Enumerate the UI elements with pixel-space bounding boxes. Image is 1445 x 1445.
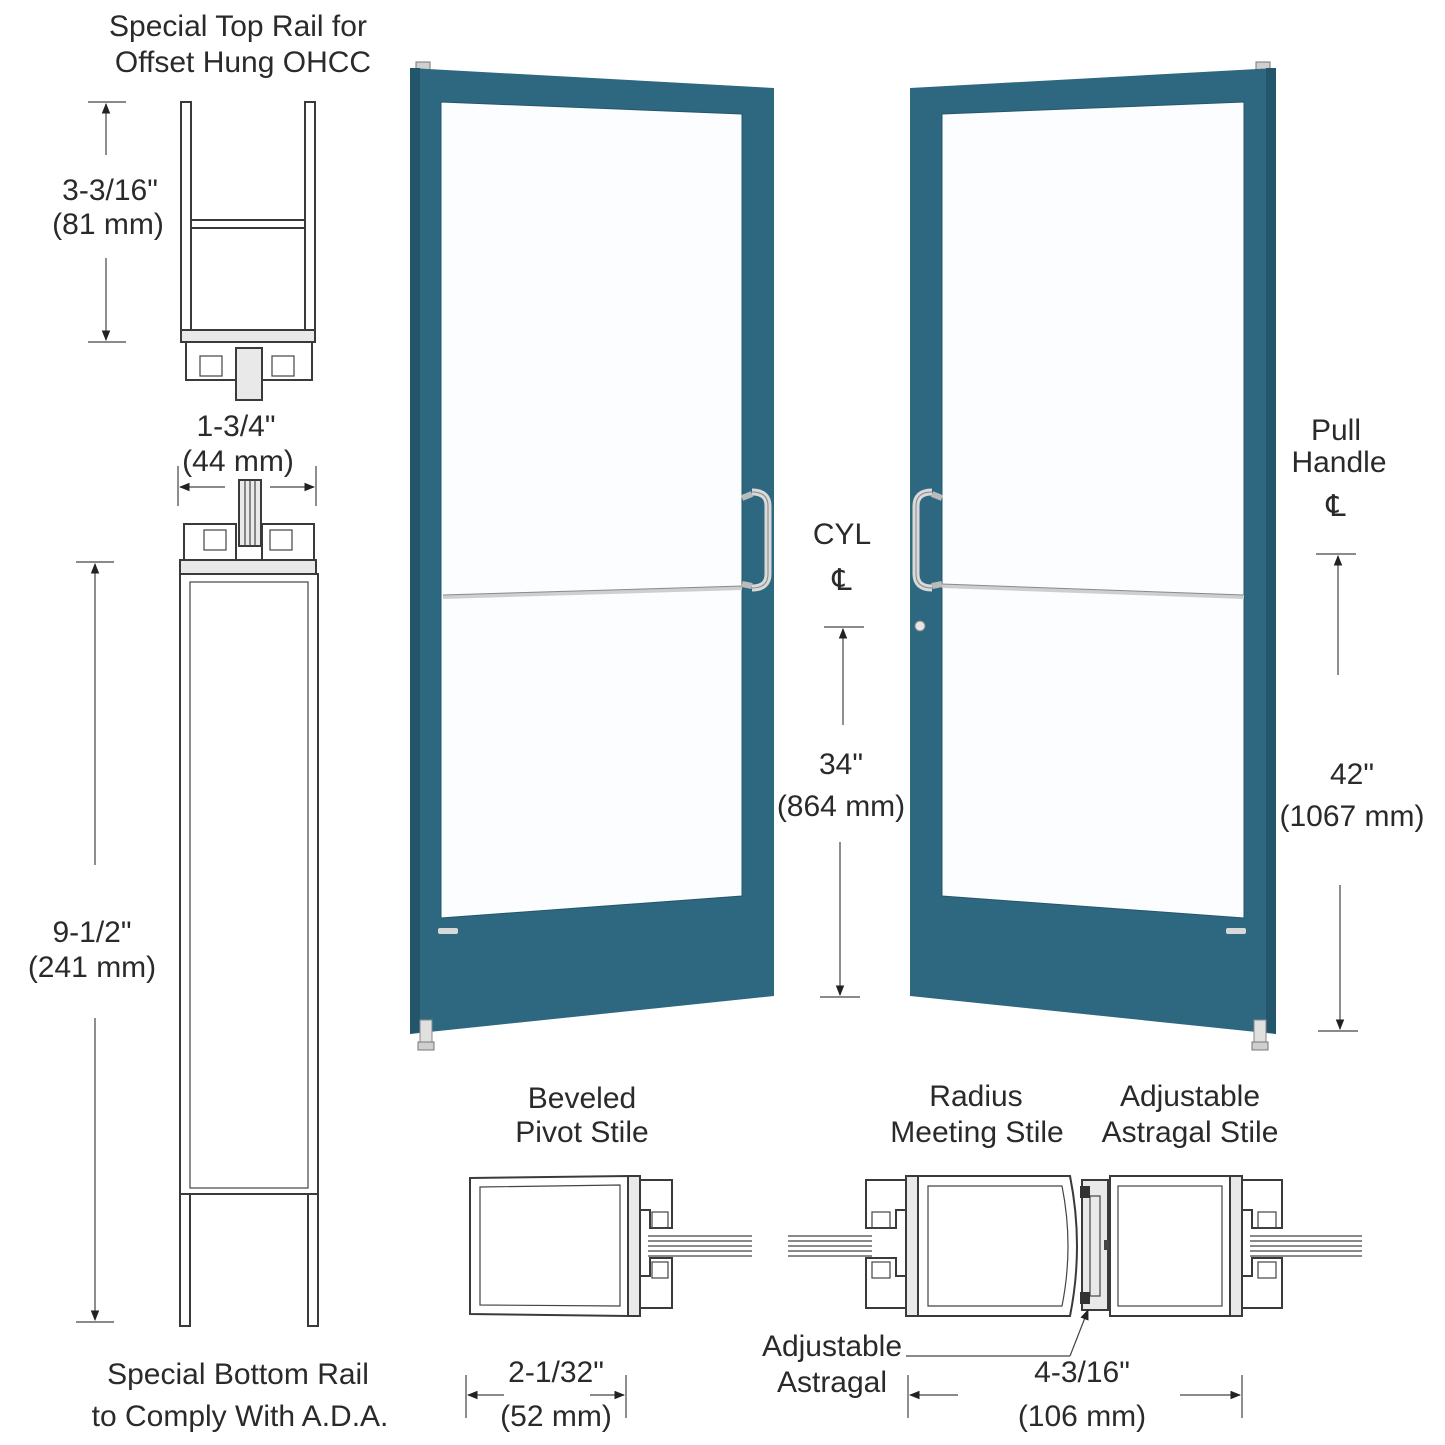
cylinder-dimension: CYL ℄ 34" (864 mm) xyxy=(777,518,905,998)
pivot-dimension-inches: 2-1/32" xyxy=(508,1356,604,1389)
astragal-stile-title-line2: Astragal Stile xyxy=(1102,1116,1279,1149)
bottom-rail-title-line1: Special Bottom Rail xyxy=(107,1358,369,1391)
meeting-stile-profile xyxy=(788,1175,1362,1317)
depth-dimension: 1-3/4" (44 mm) xyxy=(177,410,317,506)
meeting-dimension-mm: (106 mm) xyxy=(1018,1400,1146,1433)
meeting-stile-section: Radius Meeting Stile Adjustable Astragal… xyxy=(762,1080,1362,1433)
cyl-dimension-inches: 34" xyxy=(819,748,863,781)
pivot-stile-profile xyxy=(469,1174,752,1318)
lock-cylinder xyxy=(914,620,926,632)
bottom-pivot-right xyxy=(1253,1019,1267,1043)
bottom-rail-dimension-inches: 9-1/2" xyxy=(52,916,131,949)
cyl-dimension-mm: (864 mm) xyxy=(777,790,905,823)
meeting-stile-title-line1: Radius xyxy=(929,1080,1022,1113)
pull-centerline-symbol: ℄ xyxy=(1325,490,1345,523)
pull-handle-dimension: Pull Handle ℄ 42" (1067 mm) xyxy=(1279,414,1425,1032)
bottom-pivot-left xyxy=(419,1019,433,1043)
right-door-glass xyxy=(941,101,1245,919)
top-rail-section: Special Top Rail for Offset Hung OHCC 3-… xyxy=(52,10,371,401)
pivot-stile-section: Beveled Pivot Stile 2-1/32" (52 mm) xyxy=(465,1082,752,1433)
astragal-label-line2: Astragal xyxy=(777,1366,887,1399)
pull-dimension-inches: 42" xyxy=(1330,758,1374,791)
top-rail-dimension-inches: 3-3/16" xyxy=(62,174,158,207)
cyl-centerline-symbol: ℄ xyxy=(831,564,851,597)
pivot-dimension-mm: (52 mm) xyxy=(500,1400,612,1433)
cyl-label: CYL xyxy=(813,518,871,551)
top-rail-profile xyxy=(180,101,316,401)
meeting-dimension-inches: 4-3/16" xyxy=(1034,1356,1130,1389)
pull-handle-label-line2: Handle xyxy=(1291,446,1386,479)
astragal-stile-title-line1: Adjustable xyxy=(1120,1080,1260,1113)
pivot-stile-title-line2: Pivot Stile xyxy=(515,1116,648,1149)
push-bar-right xyxy=(941,584,1245,599)
pivot-stile-title-line1: Beveled xyxy=(528,1082,636,1115)
astragal-label-line1: Adjustable xyxy=(762,1330,902,1363)
bottom-rail-section: 9-1/2" (241 mm) Special Bottom Rail to C… xyxy=(28,479,389,1433)
top-rail-title-line1: Special Top Rail for xyxy=(109,10,367,43)
depth-dimension-mm: (44 mm) xyxy=(182,445,294,478)
bottom-rail-title-line2: to Comply With A.D.A. xyxy=(92,1400,389,1433)
bottom-rail-dimension-mm: (241 mm) xyxy=(28,951,156,984)
left-door-glass xyxy=(440,101,743,919)
push-bar-left xyxy=(442,586,743,599)
top-rail-title-line2: Offset Hung OHCC xyxy=(115,46,371,79)
left-door xyxy=(410,61,774,1051)
bottom-rail-profile xyxy=(179,479,319,1327)
top-rail-dimension-mm: (81 mm) xyxy=(52,208,164,241)
depth-dimension-inches: 1-3/4" xyxy=(196,410,275,443)
meeting-stile-title-line2: Meeting Stile xyxy=(890,1116,1063,1149)
pull-dimension-mm: (1067 mm) xyxy=(1279,800,1424,833)
pull-handle-label-line1: Pull xyxy=(1311,414,1361,447)
right-door xyxy=(910,61,1276,1051)
